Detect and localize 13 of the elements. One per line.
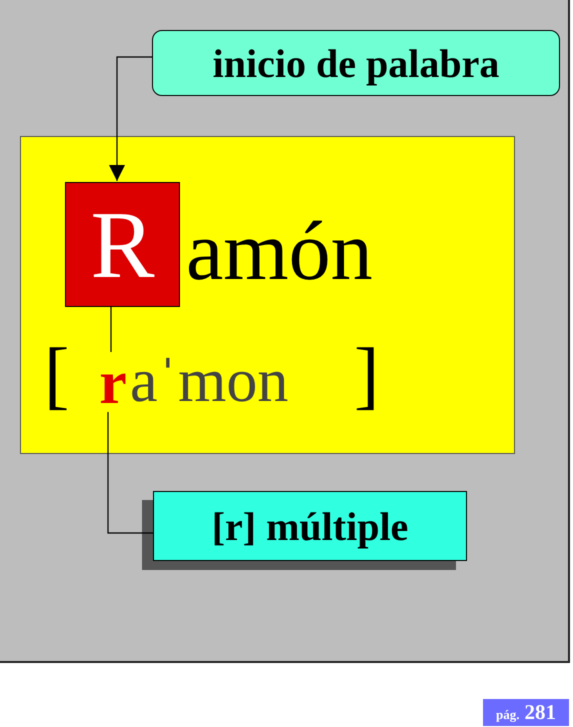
label-box: inicio de palabra — [152, 30, 560, 96]
connector-line — [110, 306, 112, 352]
page-abbreviation: pág. — [496, 708, 520, 721]
arrow — [109, 56, 152, 181]
highlighted-letter: r — [95, 353, 131, 413]
bracket: ] — [354, 337, 380, 413]
word-text: amón — [186, 210, 373, 294]
bracket: [ — [44, 337, 70, 413]
page-number: 281 — [524, 702, 556, 723]
transcription-text: aˈmon — [130, 350, 288, 412]
connector-line — [107, 412, 153, 534]
word-panel — [20, 136, 515, 454]
highlighted-letter-box: R — [65, 182, 180, 307]
